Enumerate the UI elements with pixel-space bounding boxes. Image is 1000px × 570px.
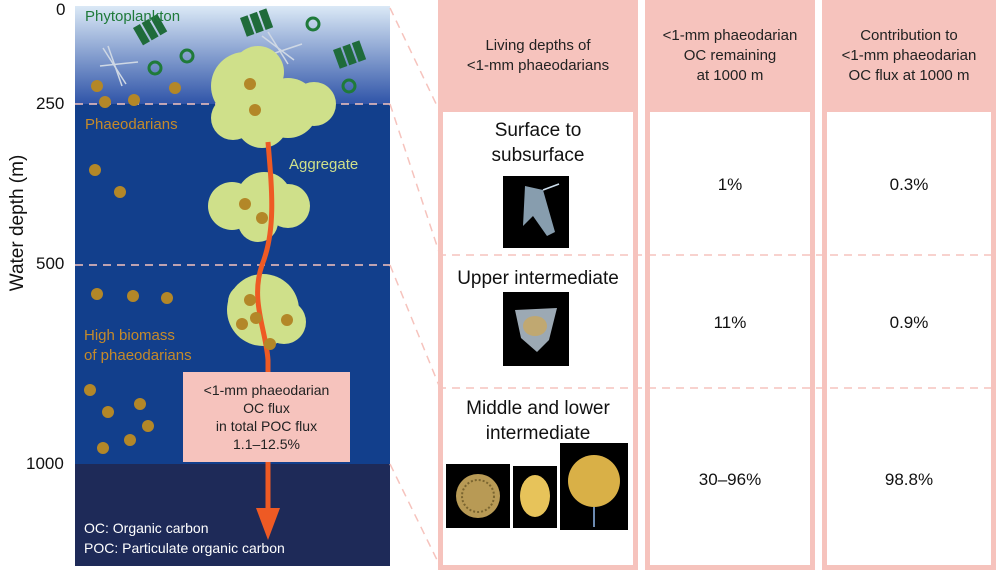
high-biomass-label: High biomass of phaeodarians xyxy=(84,327,192,364)
row-dividers xyxy=(438,254,996,389)
flux-arrow-line xyxy=(255,141,275,515)
ytick-0: 0 xyxy=(56,0,66,19)
phaeodarian-photo-icon xyxy=(515,308,557,352)
aggregate-label: Aggregate xyxy=(289,156,359,173)
coccolith-ring-icon xyxy=(147,16,357,94)
connector-line xyxy=(389,264,440,389)
flux-box-line: OC flux xyxy=(243,400,290,416)
header-living-depths: Living depths of <1-mm phaeodarians xyxy=(438,0,638,112)
flux-box-line: <1-mm phaeodarian xyxy=(203,382,330,398)
legend-oc: OC: Organic carbon xyxy=(84,520,209,536)
table-row-depth: Surface to subsurface xyxy=(491,120,585,166)
phaeodarian-photo xyxy=(446,464,510,528)
phaeodarian-photo-icon xyxy=(456,474,500,518)
table-row-depth: Upper intermediate xyxy=(457,268,619,289)
phaeodarian-photo xyxy=(560,443,628,530)
table-row-remaining: 11% xyxy=(713,313,747,332)
flux-arrow-head xyxy=(256,508,280,540)
deep-layer xyxy=(75,464,390,566)
header-contribution: Contribution to <1-mm phaeodarian OC flu… xyxy=(822,0,996,112)
table-row-depth: Middle and lower intermediate xyxy=(466,398,610,444)
flux-fraction-box: <1-mm phaeodarian OC flux in total POC f… xyxy=(183,372,350,462)
table-row-remaining: 1% xyxy=(717,175,743,194)
table-column xyxy=(438,112,638,570)
header-oc-remaining: <1-mm phaeodarian OC remaining at 1000 m xyxy=(645,0,815,112)
ytick-500: 500 xyxy=(36,254,65,273)
table-column xyxy=(822,112,996,570)
ocean-column-diagram xyxy=(75,6,440,567)
table-row-contribution: 98.8% xyxy=(884,470,934,489)
connector-line xyxy=(389,103,440,256)
table-row-contribution: 0.3% xyxy=(889,175,929,194)
connector-line xyxy=(389,463,440,567)
connector-line xyxy=(389,7,440,113)
flux-box-value: 1.1–12.5% xyxy=(233,436,300,452)
phaeodarians-label: Phaeodarians xyxy=(85,116,178,133)
ytick-250: 250 xyxy=(36,94,65,113)
table-row-contribution: 0.9% xyxy=(889,313,929,332)
phaeodarian-photo xyxy=(513,466,557,528)
table-row-remaining: 30–96% xyxy=(698,470,762,489)
table-column xyxy=(645,112,815,570)
ytick-1000: 1000 xyxy=(26,454,64,473)
phaeodarian-photo xyxy=(503,176,569,248)
legend-poc: POC: Particulate organic carbon xyxy=(84,540,285,556)
flux-box-line: in total POC flux xyxy=(215,418,318,434)
phaeodarian-photo xyxy=(503,292,569,366)
y-axis-label: Water depth (m) xyxy=(7,154,28,292)
diatom-chain-icon xyxy=(133,8,367,69)
needle-diatom-icon xyxy=(99,31,303,87)
phaeodarian-dots xyxy=(84,78,293,454)
phaeodarian-photo-icon xyxy=(523,183,560,236)
phaeodarian-photo-icon xyxy=(568,455,620,527)
phytoplankton-label: Phytoplankton xyxy=(85,8,181,25)
phaeodarian-photo-icon xyxy=(520,475,550,517)
